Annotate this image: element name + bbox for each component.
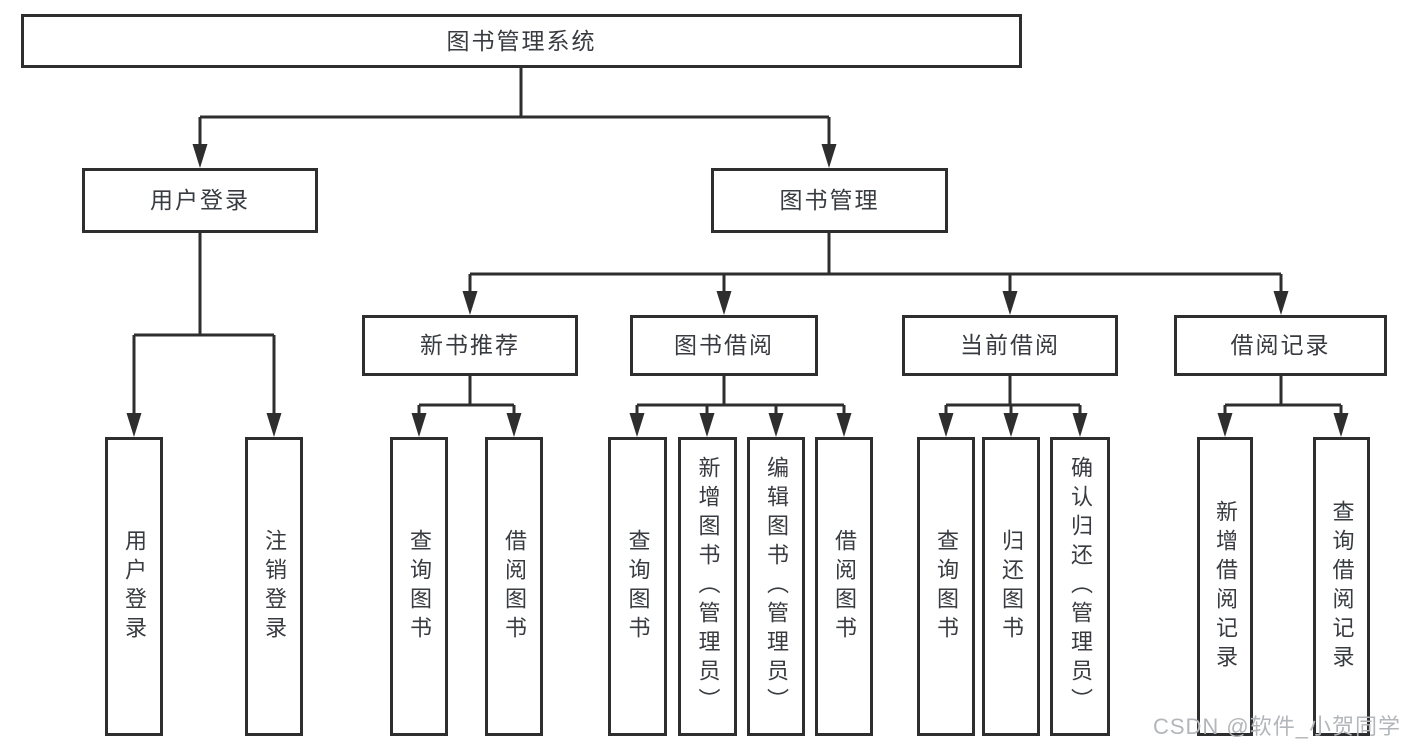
watermark: CSDN @软件_小贺同学 (1152, 714, 1401, 739)
leaf-borrow-books-2: 借阅图书 (815, 437, 873, 736)
node-new-book-recommend: 新书推荐 (362, 315, 578, 376)
arrowhead-icon (1072, 413, 1088, 437)
leaf-user-login: 用户登录 (105, 437, 163, 736)
arrowhead-icon (192, 144, 208, 168)
arrowhead-icon (411, 413, 427, 437)
leaf-query-books-1: 查询图书 (390, 437, 448, 736)
arrowhead-icon (506, 413, 522, 437)
leaf-return-books: 归还图书 (982, 437, 1040, 736)
arrowhead-icon (1217, 413, 1233, 437)
arrowhead-icon (1003, 413, 1019, 437)
arrowhead-icon (821, 144, 837, 168)
node-current-borrow: 当前借阅 (902, 315, 1118, 376)
arrowhead-icon (836, 413, 852, 437)
arrowhead-icon (1273, 291, 1289, 315)
arrowhead-icon (938, 413, 954, 437)
node-borrow-records: 借阅记录 (1174, 315, 1387, 376)
leaf-add-book-admin: 新增图书（管理员） (678, 437, 737, 736)
arrowheads (126, 144, 1349, 437)
leaf-query-books-3: 查询图书 (917, 437, 975, 736)
node-user-login: 用户登录 (82, 168, 318, 233)
arrowhead-icon (1002, 291, 1018, 315)
leaf-borrow-books-1: 借阅图书 (485, 437, 543, 736)
node-book-borrow: 图书借阅 (630, 315, 818, 376)
arrowhead-icon (716, 291, 732, 315)
arrowhead-icon (699, 413, 715, 437)
arrowhead-icon (266, 413, 282, 437)
node-book-management: 图书管理 (711, 168, 948, 233)
connector-path (132, 68, 1343, 419)
arrowhead-icon (462, 291, 478, 315)
leaf-confirm-return-admin: 确认归还（管理员） (1050, 437, 1110, 736)
leaf-logout: 注销登录 (245, 437, 303, 736)
arrowhead-icon (768, 413, 784, 437)
node-root: 图书管理系统 (21, 14, 1022, 68)
leaf-edit-book-admin: 编辑图书（管理员） (747, 437, 805, 736)
leaf-query-borrow-record: 查询借阅记录 (1313, 437, 1370, 736)
arrowhead-icon (629, 413, 645, 437)
leaf-query-books-2: 查询图书 (608, 437, 667, 736)
arrowhead-icon (126, 413, 142, 437)
arrowhead-icon (1333, 413, 1349, 437)
leaf-add-borrow-record: 新增借阅记录 (1197, 437, 1253, 736)
